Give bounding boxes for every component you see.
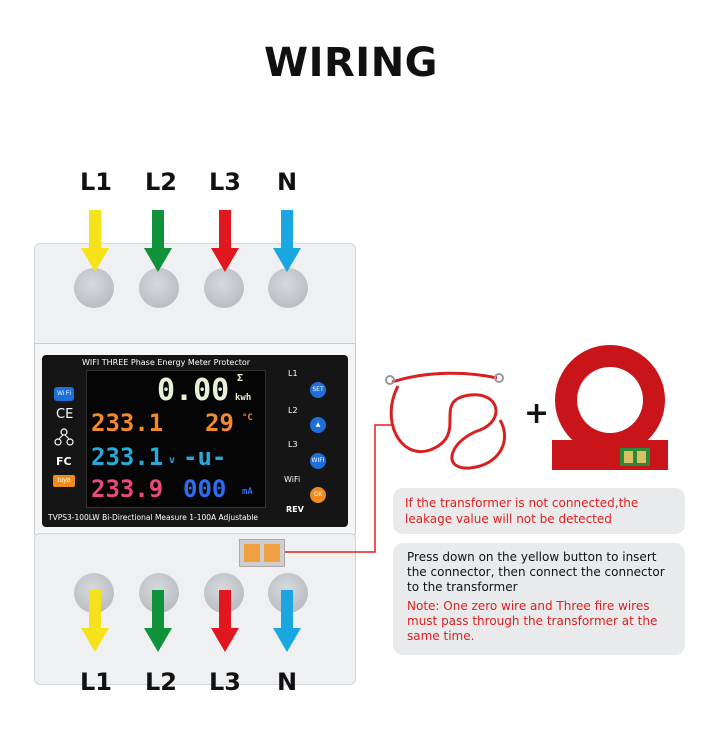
callout-connection-instructions: Press down on the yellow button to inser… — [393, 543, 685, 655]
voltage-l1-value: 233.1 — [91, 409, 164, 437]
arrow-l3-bottom — [211, 590, 239, 652]
line-label-l2: L2 — [288, 406, 298, 415]
phase-label-l2-bottom: L2 — [145, 668, 177, 696]
set-button[interactable]: SET — [310, 382, 326, 398]
top-terminal-screw-l1 — [74, 268, 114, 308]
line-label-l1: L1 — [288, 369, 298, 378]
temperature-unit: °C — [242, 413, 253, 423]
leakage-value: 000 — [183, 475, 227, 503]
page-title: WIRING — [264, 40, 438, 86]
device-footer-text: TVPS3-100LW Bi-Directional Measure 1-100… — [48, 513, 259, 522]
top-terminal-screw-l2 — [139, 268, 179, 308]
top-terminal-screw-l3 — [204, 268, 244, 308]
phase-label-l3-bottom: L3 — [209, 668, 241, 696]
callout-note-text: Note: One zero wire and Three fire wires… — [407, 599, 658, 643]
tuya-logo-icon: tuya — [53, 475, 75, 487]
wifi-label: WiFi — [284, 475, 301, 484]
fc-mark-icon: FC — [56, 455, 72, 468]
ok-button[interactable]: OK — [310, 487, 326, 503]
connector-button-left[interactable] — [244, 544, 260, 562]
phase-label-l2-top: L2 — [145, 168, 177, 196]
callout-instruction-text: Press down on the yellow button to inser… — [407, 550, 665, 594]
voltage-l2-value: 233.1 — [91, 443, 164, 471]
connector-button-right[interactable] — [264, 544, 280, 562]
current-transformer-icon — [552, 345, 668, 470]
energy-unit: kwh — [235, 393, 252, 403]
ce-mark-icon: CE — [56, 407, 74, 422]
plus-sign: + — [524, 396, 550, 431]
red-cable-icon — [385, 371, 506, 470]
arrow-l2-top — [144, 210, 172, 272]
arrow-l1-bottom — [81, 590, 109, 652]
tuya-network-icon — [54, 427, 74, 447]
arrow-l1-top — [81, 210, 109, 272]
voltage-unit: v — [169, 455, 176, 466]
wifi-logo-icon: Wi Fi — [54, 387, 74, 401]
energy-value: 0.00 — [157, 373, 230, 408]
energy-meter-device: WIFI THREE Phase Energy Meter Protector … — [34, 243, 356, 685]
lcd-display: 0.00 Σ kwh 233.1 29 °C 233.1 v -u- 233.9… — [86, 370, 266, 508]
arrow-l3-top — [211, 210, 239, 272]
phase-label-l1-bottom: L1 — [80, 668, 112, 696]
up-button[interactable]: ▲ — [310, 417, 326, 433]
callout-leakage-text: If the transformer is not connected,the … — [405, 496, 639, 526]
leakage-unit: mA — [242, 487, 253, 497]
arrow-n-top — [273, 210, 301, 272]
temperature-value: 29 — [205, 409, 234, 437]
phase-label-l1-top: L1 — [80, 168, 112, 196]
voltage-l3-value: 233.9 — [91, 475, 164, 503]
device-header-text: WIFI THREE Phase Energy Meter Protector — [82, 358, 251, 367]
phase-label-l3-top: L3 — [209, 168, 241, 196]
line-label-l3: L3 — [288, 440, 298, 449]
wifi-button[interactable]: WIFI — [310, 453, 326, 469]
arrow-n-bottom — [273, 590, 301, 652]
phase-label-n-bottom: N — [276, 668, 298, 696]
top-terminal-screw-n — [268, 268, 308, 308]
dash-indicator: -u- — [183, 443, 227, 471]
phase-label-n-top: N — [276, 168, 298, 196]
transformer-connector[interactable] — [239, 539, 285, 567]
arrow-l2-bottom — [144, 590, 172, 652]
callout-leakage-note: If the transformer is not connected,the … — [393, 488, 685, 534]
rev-label: REV — [286, 505, 304, 514]
energy-sigma: Σ — [237, 373, 244, 384]
